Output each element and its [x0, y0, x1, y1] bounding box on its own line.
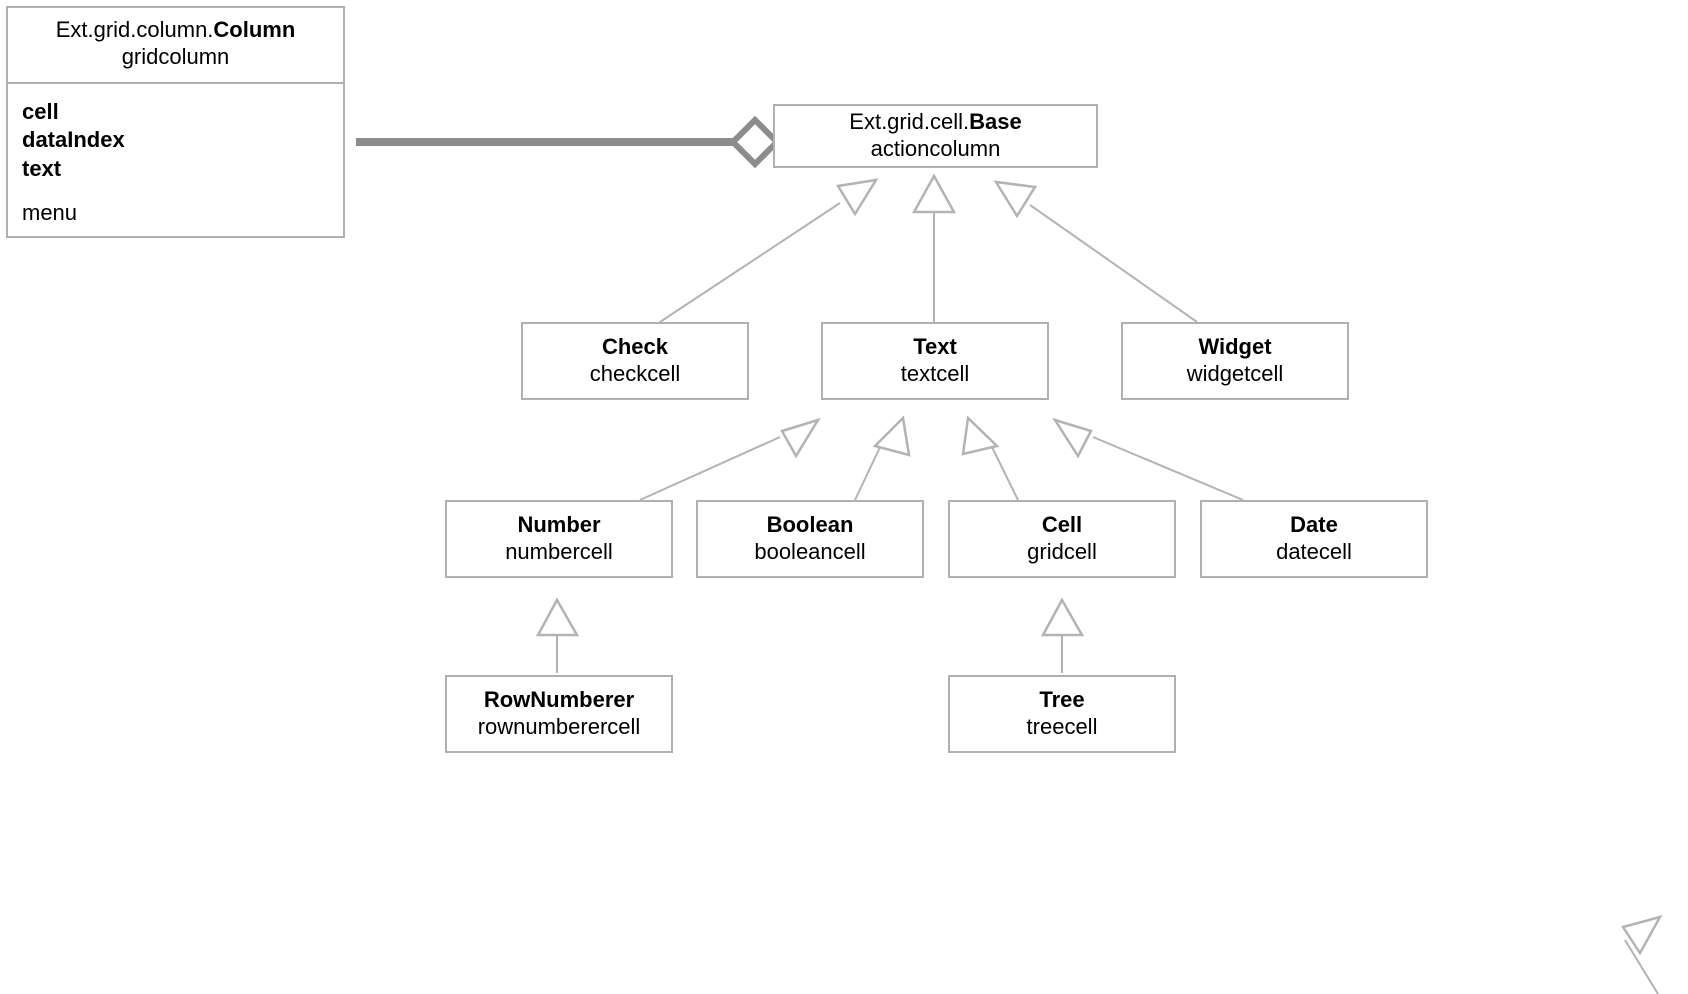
node-base-title-name: Base	[969, 109, 1022, 135]
node-check-title: Check	[601, 334, 669, 360]
edge-text-inherits-base	[911, 173, 957, 322]
node-boolean-subtitle: booleancell	[754, 539, 866, 564]
edge-check-inherits-base	[659, 178, 879, 323]
attribute-text: text	[22, 155, 62, 181]
edge-rownumberer-inherits-number	[535, 597, 580, 673]
edge-offscreen-fragment	[1621, 915, 1663, 994]
node-column-title-name: Column	[213, 17, 296, 42]
node-tree-title: Tree	[1039, 687, 1085, 713]
node-rownumberer[interactable]: RowNumberer rownumberercell	[445, 675, 673, 753]
node-cell-subtitle: gridcell	[1027, 539, 1097, 564]
node-column-attributes: cell dataIndex text menu	[8, 84, 343, 236]
edge-number-inherits-text	[639, 417, 821, 501]
node-column-subtitle: gridcolumn	[121, 43, 230, 69]
node-text[interactable]: Text textcell	[821, 322, 1049, 400]
node-boolean-title: Boolean	[766, 512, 854, 538]
edge-widget-inherits-base	[993, 180, 1198, 323]
attribute-separator	[22, 183, 343, 199]
node-cell-title: Cell	[1041, 512, 1083, 538]
node-base-subtitle: actioncolumn	[870, 136, 1001, 161]
node-base-title: Ext.grid.cell.Base	[849, 109, 1021, 136]
node-text-subtitle: textcell	[900, 361, 970, 386]
node-rownumberer-title: RowNumberer	[483, 687, 635, 713]
node-number-title: Number	[517, 512, 601, 538]
attribute-menu: menu	[22, 200, 78, 226]
node-rownumberer-subtitle: rownumberercell	[477, 714, 641, 739]
node-column-header: Ext.grid.column.Column gridcolumn	[8, 8, 343, 84]
node-check[interactable]: Check checkcell	[521, 322, 749, 400]
attribute-dataindex: dataIndex	[22, 127, 125, 153]
node-text-title: Text	[913, 334, 957, 360]
node-check-subtitle: checkcell	[589, 361, 681, 386]
node-base-title-prefix: Ext.grid.cell.	[849, 109, 970, 135]
node-widget[interactable]: Widget widgetcell	[1121, 322, 1349, 400]
edge-column-aggregates-base	[356, 115, 782, 169]
node-column-title-prefix: Ext.grid.column.	[55, 17, 214, 42]
node-date-title: Date	[1290, 512, 1338, 538]
edge-tree-inherits-cell	[1040, 597, 1085, 673]
node-tree-subtitle: treecell	[1026, 714, 1098, 739]
node-base[interactable]: Ext.grid.cell.Base actioncolumn	[773, 104, 1098, 168]
node-boolean[interactable]: Boolean booleancell	[696, 500, 924, 578]
node-column-title: Ext.grid.column.Column	[18, 17, 333, 44]
node-column[interactable]: Ext.grid.column.Column gridcolumn cell d…	[6, 6, 345, 238]
node-widget-subtitle: widgetcell	[1186, 361, 1284, 386]
edge-boolean-inherits-text	[854, 415, 911, 501]
node-number-subtitle: numbercell	[505, 539, 613, 564]
node-cell[interactable]: Cell gridcell	[948, 500, 1176, 578]
node-date-subtitle: datecell	[1276, 539, 1352, 564]
node-widget-title: Widget	[1198, 334, 1272, 360]
node-tree[interactable]: Tree treecell	[948, 675, 1176, 753]
node-number[interactable]: Number numbercell	[445, 500, 673, 578]
edge-date-inherits-text	[1052, 417, 1244, 501]
edge-cell-inherits-text	[961, 415, 1019, 501]
attribute-cell: cell	[22, 98, 59, 124]
node-date[interactable]: Date datecell	[1200, 500, 1428, 578]
